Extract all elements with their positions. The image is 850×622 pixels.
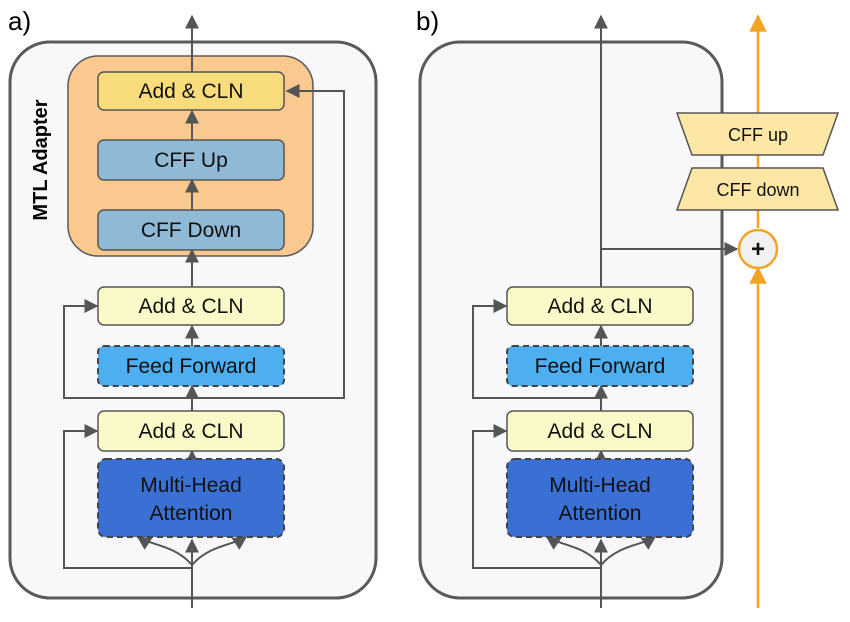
add-cln-top-box (97, 286, 285, 326)
add-cln-top-label: Add & CLN (138, 295, 243, 318)
add-cln-bottom-label: Add & CLN (138, 420, 243, 443)
cff-down-box (97, 209, 285, 251)
b-attention-fork-left (545, 536, 602, 566)
cff-up-box (97, 139, 285, 181)
adapter-add-cln-label: Add & CLN (138, 80, 243, 103)
b-attention-label-line2: Attention (559, 502, 642, 525)
cff-down-label: CFF Down (141, 219, 241, 242)
panel-b: b) + CFF up CFF down Add & CLN Feed For (416, 6, 840, 608)
b-attention-label-line1: Multi-Head (549, 474, 651, 497)
residual-attention (63, 424, 192, 569)
b-feed-forward-box (506, 345, 694, 387)
attention-label-line1: Multi-Head (140, 474, 242, 497)
residual-adapter (192, 84, 345, 399)
plus-icon: + (751, 236, 765, 263)
b-feed-forward-label: Feed Forward (535, 355, 666, 378)
b-attention-fork-right (600, 536, 657, 566)
adapter-add-cln-box (97, 71, 285, 111)
b-residual-attention (472, 424, 601, 569)
mtl-adapter-label: MTL Adapter (30, 99, 52, 220)
b-multi-head-attention-box (506, 458, 694, 538)
attention-fork-right (191, 536, 248, 566)
b-residual-feedforward (472, 299, 601, 399)
cff-up-label: CFF Up (154, 149, 228, 172)
b-add-cln-bottom-box (506, 410, 694, 452)
plus-node (737, 228, 779, 270)
attention-fork-left (136, 536, 193, 566)
b-cff-up-label: CFF up (728, 125, 788, 145)
feed-forward-box (97, 345, 285, 387)
b-add-cln-bottom-label: Add & CLN (547, 420, 652, 443)
panel-a: a) MTL Adapter Add & CLN CFF Up CFF Down (8, 6, 378, 608)
multi-head-attention-box (97, 458, 285, 538)
cff-down-trapezoid (675, 167, 840, 211)
feed-forward-label: Feed Forward (126, 355, 257, 378)
panel-a-label: a) (8, 6, 31, 36)
b-add-cln-top-label: Add & CLN (547, 295, 652, 318)
panel-b-label: b) (416, 6, 439, 36)
attention-label-line2: Attention (150, 502, 233, 525)
cff-up-trapezoid (675, 112, 840, 156)
residual-feedforward (63, 299, 192, 399)
b-add-cln-top-box (506, 286, 694, 326)
b-cff-down-label: CFF down (716, 180, 799, 200)
add-cln-bottom-box (97, 410, 285, 452)
